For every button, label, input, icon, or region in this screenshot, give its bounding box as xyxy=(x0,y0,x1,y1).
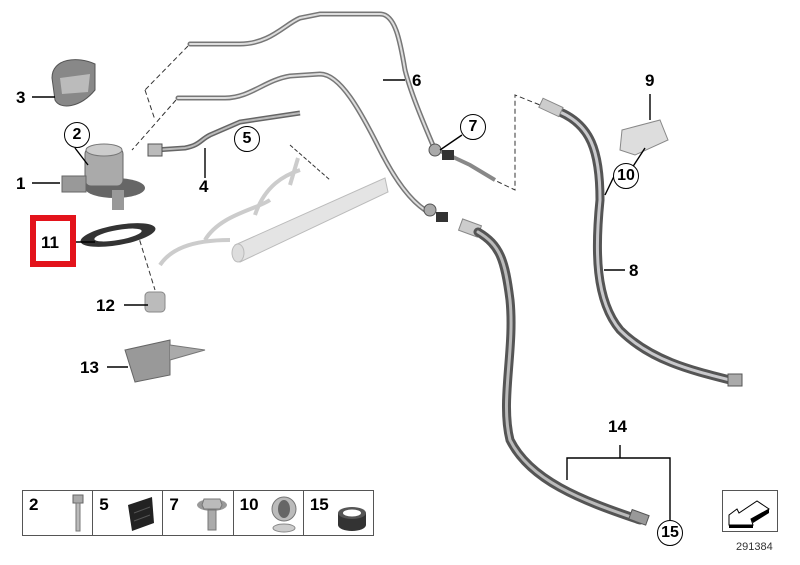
arrow-icon xyxy=(728,500,770,528)
part-9-bracket[interactable] xyxy=(619,119,669,156)
rubber-block-icon xyxy=(128,497,155,531)
callout-6[interactable]: 6 xyxy=(412,71,422,90)
callout-4[interactable]: 4 xyxy=(199,177,209,196)
legend-number: 10 xyxy=(239,495,259,514)
navigation-arrow-button[interactable] xyxy=(722,490,778,532)
part-14-hose[interactable] xyxy=(473,227,650,526)
sleeve-ring-icon xyxy=(338,507,367,531)
callout-12[interactable]: 12 xyxy=(96,296,115,315)
legend-item[interactable]: 10 xyxy=(234,491,304,535)
highlight-box xyxy=(30,215,76,267)
callout-11[interactable]: 11 xyxy=(41,233,59,252)
legend-item[interactable]: 2 xyxy=(23,491,94,535)
callout-2[interactable]: 2 xyxy=(64,122,90,148)
image-number: 291384 xyxy=(736,541,773,553)
callout-9[interactable]: 9 xyxy=(645,71,655,90)
legend-number: 7 xyxy=(169,495,179,514)
callout-7[interactable]: 7 xyxy=(460,114,486,140)
part-12-sleeve[interactable] xyxy=(144,291,166,313)
part-1-pump[interactable] xyxy=(61,143,145,210)
fuel-rail xyxy=(158,144,389,267)
part-11-gasket[interactable] xyxy=(79,219,157,252)
part-13-bracket[interactable] xyxy=(124,339,206,383)
legend-number: 2 xyxy=(29,495,39,514)
legend-number: 15 xyxy=(309,495,329,514)
part-4-pipe[interactable] xyxy=(147,110,301,157)
legend-item[interactable]: 7 xyxy=(163,491,234,535)
bolt-icon xyxy=(72,494,84,532)
callout-10[interactable]: 10 xyxy=(613,163,639,189)
legend-item[interactable]: 15 xyxy=(304,491,373,535)
callout-14[interactable]: 14 xyxy=(608,417,627,436)
part-7-clip[interactable] xyxy=(428,143,497,182)
part-3-cap[interactable] xyxy=(51,59,96,107)
small-parts-legend: 2 5 7 10 15 xyxy=(22,490,374,536)
legend-item[interactable]: 5 xyxy=(93,491,164,535)
callout-3[interactable]: 3 xyxy=(16,88,26,107)
callout-13[interactable]: 13 xyxy=(80,358,99,377)
part-6-pipe[interactable] xyxy=(187,11,438,153)
pipe-second[interactable] xyxy=(175,71,428,213)
hex-bolt-icon xyxy=(196,498,227,531)
callout-15[interactable]: 15 xyxy=(657,520,683,546)
label-leaders xyxy=(32,79,671,520)
callout-5[interactable]: 5 xyxy=(234,126,260,152)
legend-number: 5 xyxy=(99,495,109,514)
callout-8[interactable]: 8 xyxy=(629,261,639,280)
hose-14-clip xyxy=(423,203,483,238)
part-8-hose[interactable] xyxy=(538,97,743,387)
callout-1[interactable]: 1 xyxy=(16,174,26,193)
grommet-clip-icon xyxy=(271,496,297,533)
